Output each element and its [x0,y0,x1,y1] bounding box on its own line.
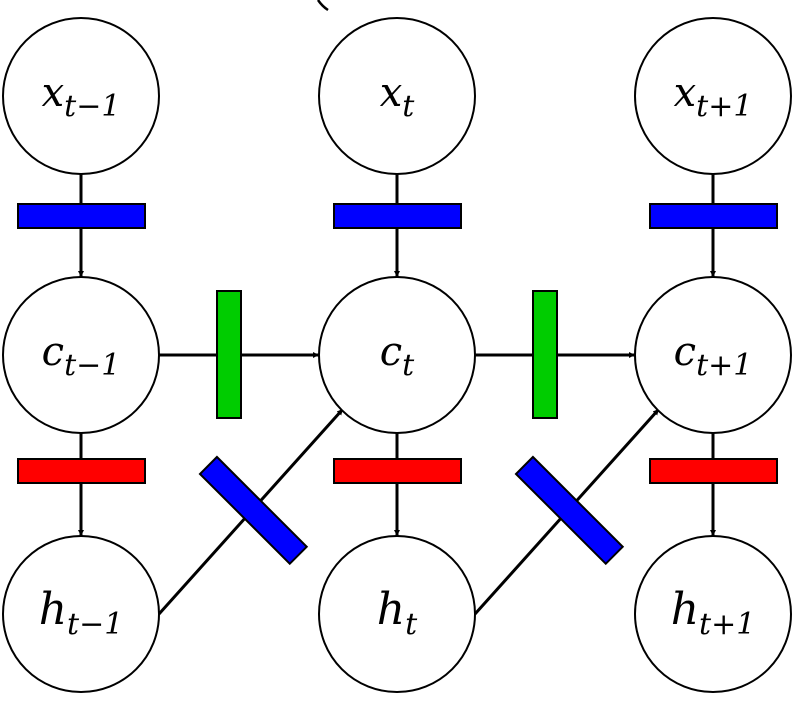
clipped-paren-glyph [316,0,329,12]
node-circle [318,17,476,175]
node-c-t-1: ct−1 [2,276,160,434]
node-label-subscript: t−1 [64,89,120,124]
input-gate-bar [649,203,778,229]
input-gate-bar [17,203,146,229]
node-x-t+1: xt+1 [634,17,792,175]
node-label-base: h [39,584,67,635]
node-label-base: h [671,584,699,635]
node-label-subscript: t+1 [699,607,755,642]
node-label-subscript: t+1 [696,348,752,383]
output-gate-bar [649,458,778,484]
node-circle [318,276,476,434]
forget-gate-bar [532,290,558,419]
node-h-t+1: ht+1 [634,535,792,693]
forget-gate-bar [216,290,242,419]
node-label-base: h [377,584,405,635]
node-label-base: c [380,329,402,375]
node-label-subscript: t+1 [696,89,752,124]
node-label-base: c [42,329,64,375]
output-gate-bar [333,458,462,484]
node-label-base: c [674,329,696,375]
node-label-base: x [42,70,65,116]
node-circle [634,17,792,175]
input-gate-bar [333,203,462,229]
node-x-t-1: xt−1 [2,17,160,175]
gates-layer [17,203,778,566]
node-x-t: xt [318,17,476,175]
node-label: xt+1 [674,70,753,124]
node-label: ht−1 [39,584,124,642]
node-label: ht [377,584,418,642]
node-circle [2,17,160,175]
node-label: ct+1 [674,329,753,383]
node-circle [634,276,792,434]
hidden-gate-bar [198,455,309,566]
node-c-t: ct [318,276,476,434]
node-circle [318,535,476,693]
node-label-base: x [380,70,403,116]
node-label-subscript: t−1 [64,348,120,383]
node-label: ht+1 [671,584,756,642]
node-c-t+1: ct+1 [634,276,792,434]
node-circle [2,535,160,693]
node-label: xt−1 [42,70,121,124]
node-label: ct [380,329,415,383]
hidden-gate-bar [514,455,625,566]
node-label-subscript: t [405,607,418,642]
node-label: ct−1 [42,329,121,383]
node-h-t-1: ht−1 [2,535,160,693]
node-label-subscript: t [402,348,415,383]
node-circle [2,276,160,434]
node-circle [634,535,792,693]
output-gate-bar [17,458,146,484]
node-h-t: ht [318,535,476,693]
node-label-subscript: t [402,89,415,124]
node-label: xt [380,70,416,124]
node-label-base: x [674,70,697,116]
node-label-subscript: t−1 [67,607,123,642]
